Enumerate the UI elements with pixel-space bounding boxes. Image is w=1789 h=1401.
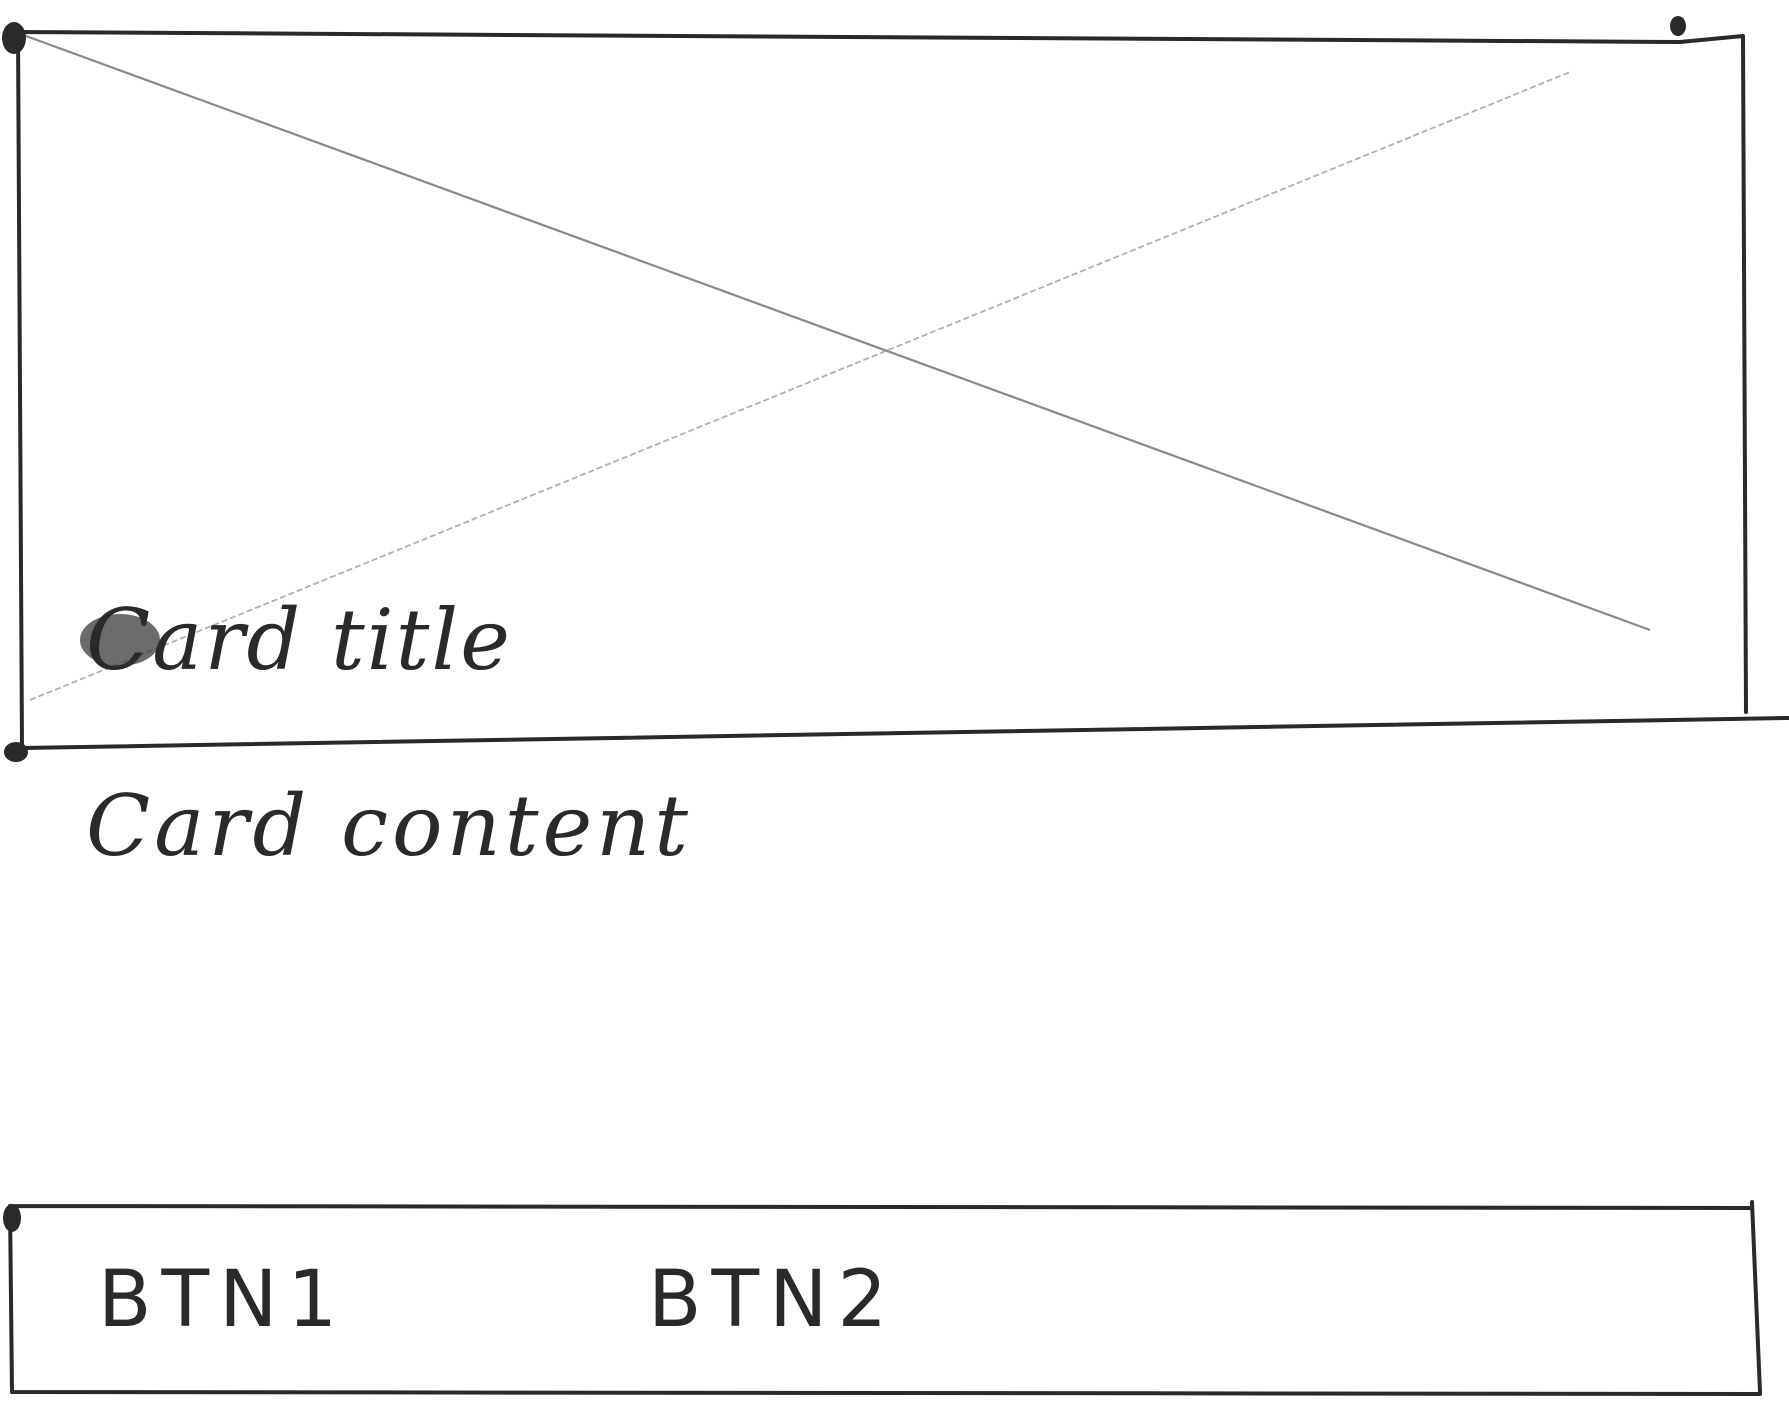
ink-smudge bbox=[80, 614, 160, 666]
ink-blot bbox=[1670, 16, 1686, 36]
btn1-button[interactable]: BTN1 bbox=[98, 1252, 347, 1348]
image-placeholder-diagonal-2 bbox=[29, 71, 1571, 701]
image-placeholder-diagonal-1 bbox=[25, 34, 1651, 632]
media-frame bbox=[16, 30, 1789, 750]
ink-blot bbox=[2, 22, 26, 54]
btn2-button[interactable]: BTN2 bbox=[648, 1252, 897, 1348]
card-actions: BTN1 BTN2 bbox=[8, 1198, 1763, 1394]
card-content: Card content bbox=[86, 777, 693, 875]
ink-blot bbox=[3, 1204, 21, 1232]
ink-blot bbox=[4, 742, 28, 762]
card-title: Card title bbox=[86, 591, 512, 689]
actions-frame bbox=[8, 1200, 1762, 1396]
